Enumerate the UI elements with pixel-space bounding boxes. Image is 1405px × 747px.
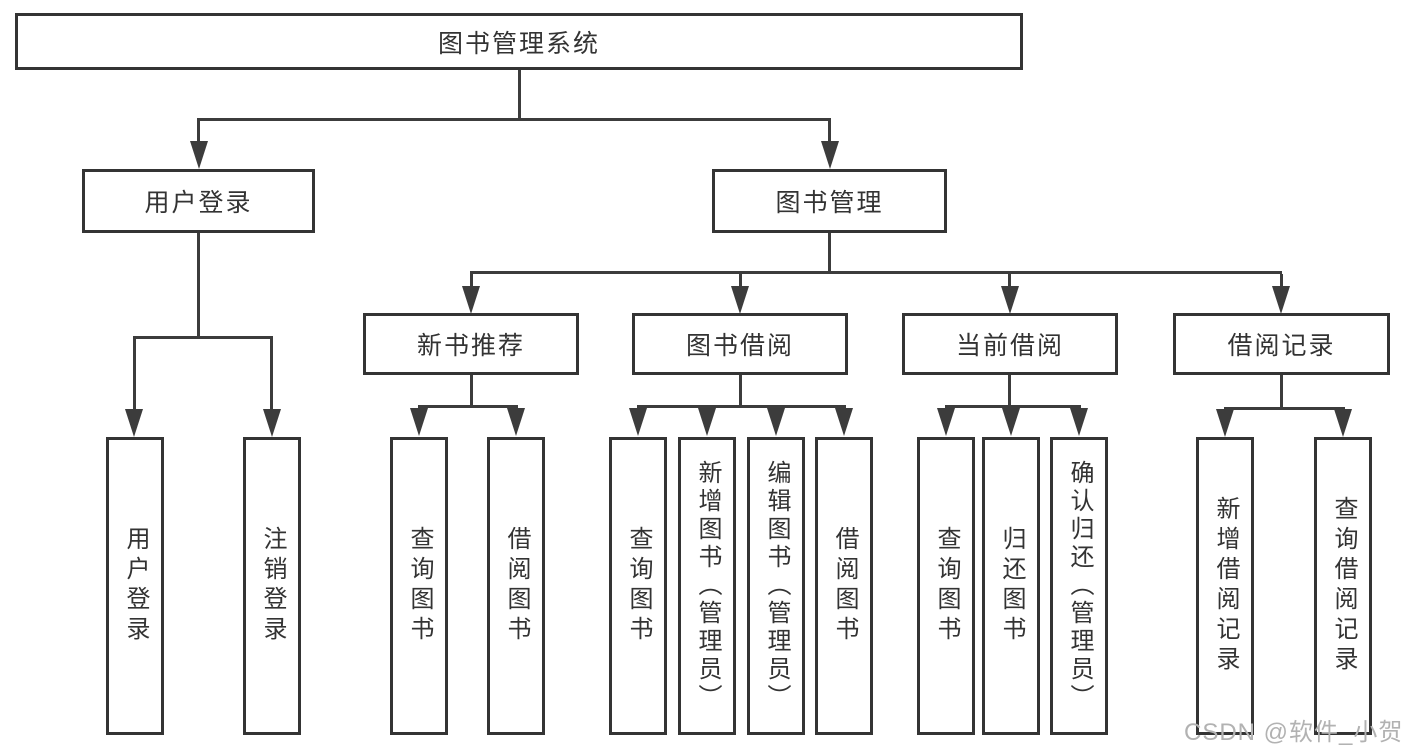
arrowhead-down-icon: [937, 408, 955, 436]
connector-line: [470, 271, 1282, 274]
node-book-borrowing: 图书借阅: [632, 313, 848, 375]
node-borrowing-records: 借阅记录: [1173, 313, 1390, 375]
leaf-return-books: 归还图书: [982, 437, 1040, 735]
arrowhead-down-icon: [731, 286, 749, 314]
node-user-login: 用户登录: [82, 169, 315, 233]
connector-line: [197, 233, 200, 336]
node-book-management: 图书管理: [712, 169, 947, 233]
connector-line: [637, 405, 846, 408]
leaf-label: 注销登录: [259, 526, 286, 646]
arrowhead-down-icon: [629, 408, 647, 436]
connector-line: [270, 339, 273, 409]
leaf-label: 归还图书: [998, 526, 1025, 646]
leaf-label: 借阅图书: [503, 526, 530, 646]
leaf-label: 编辑图书（管理员）: [763, 460, 790, 712]
leaf-label: 新增图书（管理员）: [694, 460, 721, 712]
connector-line: [1008, 375, 1011, 405]
arrowhead-down-icon: [462, 286, 480, 314]
arrowhead-down-icon: [767, 408, 785, 436]
leaf-label: 新增借阅记录: [1212, 496, 1239, 676]
connector-line: [470, 274, 473, 287]
arrowhead-down-icon: [1070, 408, 1088, 436]
arrowhead-down-icon: [1272, 286, 1290, 314]
arrowhead-down-icon: [125, 409, 143, 437]
leaf-current-query-books: 查询图书: [917, 437, 975, 735]
leaf-label: 查询图书: [933, 526, 960, 646]
arrowhead-down-icon: [190, 141, 208, 169]
leaf-logout: 注销登录: [243, 437, 301, 735]
watermark: CSDN @软件_小贺同学: [1184, 719, 1405, 746]
connector-line: [739, 375, 742, 405]
connector-line: [1224, 407, 1345, 410]
leaf-edit-books-admin: 编辑图书（管理员）: [747, 437, 805, 735]
connector-line: [197, 118, 831, 121]
leaf-label: 用户登录: [122, 526, 149, 646]
leaf-recommend-borrow-books: 借阅图书: [487, 437, 545, 735]
node-new-book-recommendation: 新书推荐: [363, 313, 579, 375]
leaf-add-books-admin: 新增图书（管理员）: [678, 437, 736, 735]
arrowhead-down-icon: [698, 408, 716, 436]
arrowhead-down-icon: [1002, 408, 1020, 436]
leaf-label: 借阅图书: [831, 526, 858, 646]
arrowhead-down-icon: [507, 408, 525, 436]
arrowhead-down-icon: [1334, 409, 1352, 437]
leaf-confirm-return-admin: 确认归还（管理员）: [1050, 437, 1108, 735]
leaf-label: 确认归还（管理员）: [1066, 460, 1093, 712]
arrowhead-down-icon: [835, 408, 853, 436]
node-current-borrowing: 当前借阅: [902, 313, 1118, 375]
arrowhead-down-icon: [263, 409, 281, 437]
leaf-label: 查询图书: [406, 526, 433, 646]
leaf-borrowing-query-books: 查询图书: [609, 437, 667, 735]
connector-line: [1280, 375, 1283, 407]
connector-line: [470, 375, 473, 405]
connector-line: [828, 233, 831, 271]
leaf-add-borrow-record: 新增借阅记录: [1196, 437, 1254, 735]
connector-line: [133, 339, 136, 409]
connector-line: [1280, 274, 1283, 287]
arrowhead-down-icon: [1001, 286, 1019, 314]
arrowhead-down-icon: [410, 408, 428, 436]
leaf-user-login: 用户登录: [106, 437, 164, 735]
connector-line: [739, 274, 742, 287]
arrowhead-down-icon: [1216, 409, 1234, 437]
connector-line: [828, 121, 831, 142]
leaf-label: 查询图书: [625, 526, 652, 646]
connector-line: [133, 336, 273, 339]
leaf-recommend-query-books: 查询图书: [390, 437, 448, 735]
leaf-label: 查询借阅记录: [1330, 496, 1357, 676]
arrowhead-down-icon: [821, 141, 839, 169]
connector-line: [945, 405, 1081, 408]
connector-line: [197, 121, 200, 142]
leaf-query-borrow-record: 查询借阅记录: [1314, 437, 1372, 735]
connector-line: [1008, 274, 1011, 287]
node-root: 图书管理系统: [15, 13, 1023, 70]
connector-line: [418, 405, 518, 408]
connector-line: [518, 70, 521, 118]
leaf-borrowing-borrow-books: 借阅图书: [815, 437, 873, 735]
